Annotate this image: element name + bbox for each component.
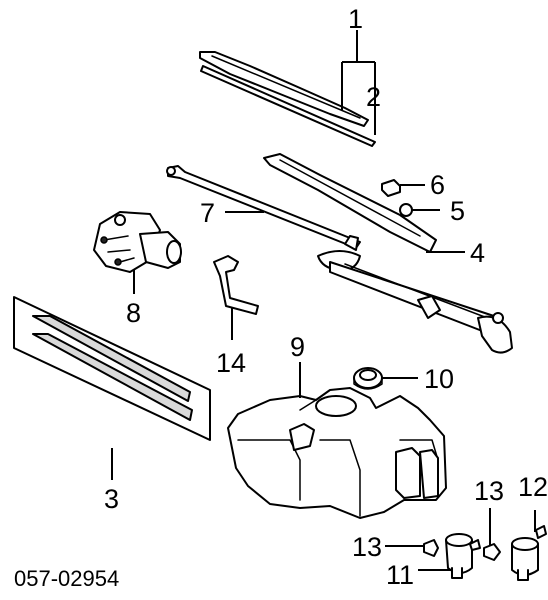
blade-refill-box <box>13 296 211 441</box>
callout-12: 12 <box>518 472 548 502</box>
callout-11: 11 <box>386 560 414 590</box>
washer-hose-part-14 <box>213 255 259 315</box>
callout-10: 10 <box>424 364 454 394</box>
callout-3: 3 <box>104 484 119 514</box>
callout-7: 7 <box>200 198 215 228</box>
wiper-linkage <box>317 235 513 354</box>
washer-pump-part-11 <box>445 533 481 579</box>
callout-6: 6 <box>430 170 445 200</box>
callout-9: 9 <box>290 332 305 362</box>
clip-part-6 <box>381 179 401 197</box>
washer-reservoir-tank <box>227 387 447 519</box>
callout-13-right: 13 <box>474 476 504 506</box>
callout-8: 8 <box>126 298 141 328</box>
nut-part-5 <box>399 203 413 217</box>
callout-13-left: 13 <box>352 532 382 562</box>
wiper-blade-assembly <box>199 51 376 147</box>
grommet-part-13-left <box>423 539 439 557</box>
callout-5: 5 <box>450 196 465 226</box>
washer-rod <box>166 165 361 249</box>
wiper-motor <box>93 211 182 273</box>
wiper-arm <box>263 153 437 253</box>
washer-pump-part-12 <box>511 525 547 581</box>
diagram-code: 057-02954 <box>14 566 119 591</box>
callout-14: 14 <box>216 348 246 378</box>
callout-2: 2 <box>366 82 381 112</box>
leader-1 <box>341 30 376 135</box>
callout-4: 4 <box>470 238 485 268</box>
callout-1: 1 <box>348 4 363 34</box>
grommet-part-13-right <box>483 543 501 561</box>
reservoir-cap-part-10 <box>353 367 383 390</box>
